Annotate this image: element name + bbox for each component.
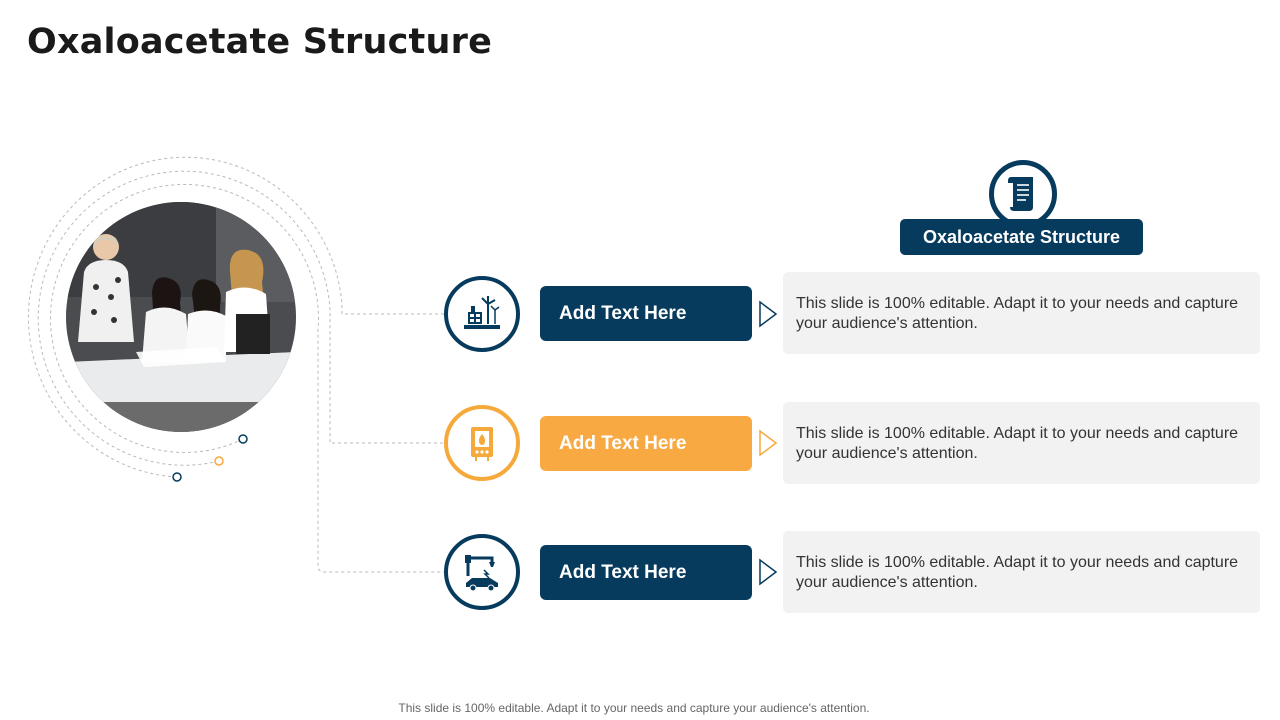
footer-note: This slide is 100% editable. Adapt it to…: [398, 701, 870, 715]
row-3-arrow-icon: [759, 558, 778, 586]
inner-arc: [50, 183, 444, 573]
row-2-label: Add Text Here: [540, 416, 752, 471]
arc-end-dot-navy-2: [172, 472, 182, 482]
outer-arc: [27, 156, 444, 478]
row-1-description: This slide is 100% editable. Adapt it to…: [783, 272, 1260, 354]
row-2-description: This slide is 100% editable. Adapt it to…: [783, 402, 1260, 484]
robotic-car-assembly-icon: [444, 534, 520, 610]
row-1-label: Add Text Here: [540, 286, 752, 341]
row-3-label: Add Text Here: [540, 545, 752, 600]
arc-end-dot-navy: [238, 434, 248, 444]
row-3-description: This slide is 100% editable. Adapt it to…: [783, 531, 1260, 613]
row-2-arrow-icon: [759, 429, 778, 457]
middle-arc: [37, 170, 444, 466]
document-scroll-icon: [989, 160, 1057, 228]
slide-title: Oxaloacetate Structure: [27, 22, 493, 62]
header-label: Oxaloacetate Structure: [900, 219, 1143, 255]
gas-boiler-icon: [444, 405, 520, 481]
row-1-arrow-icon: [759, 300, 778, 328]
arc-end-dot-orange: [214, 456, 224, 466]
renewable-energy-icon: [444, 276, 520, 352]
team-meeting-photo: [66, 202, 296, 432]
